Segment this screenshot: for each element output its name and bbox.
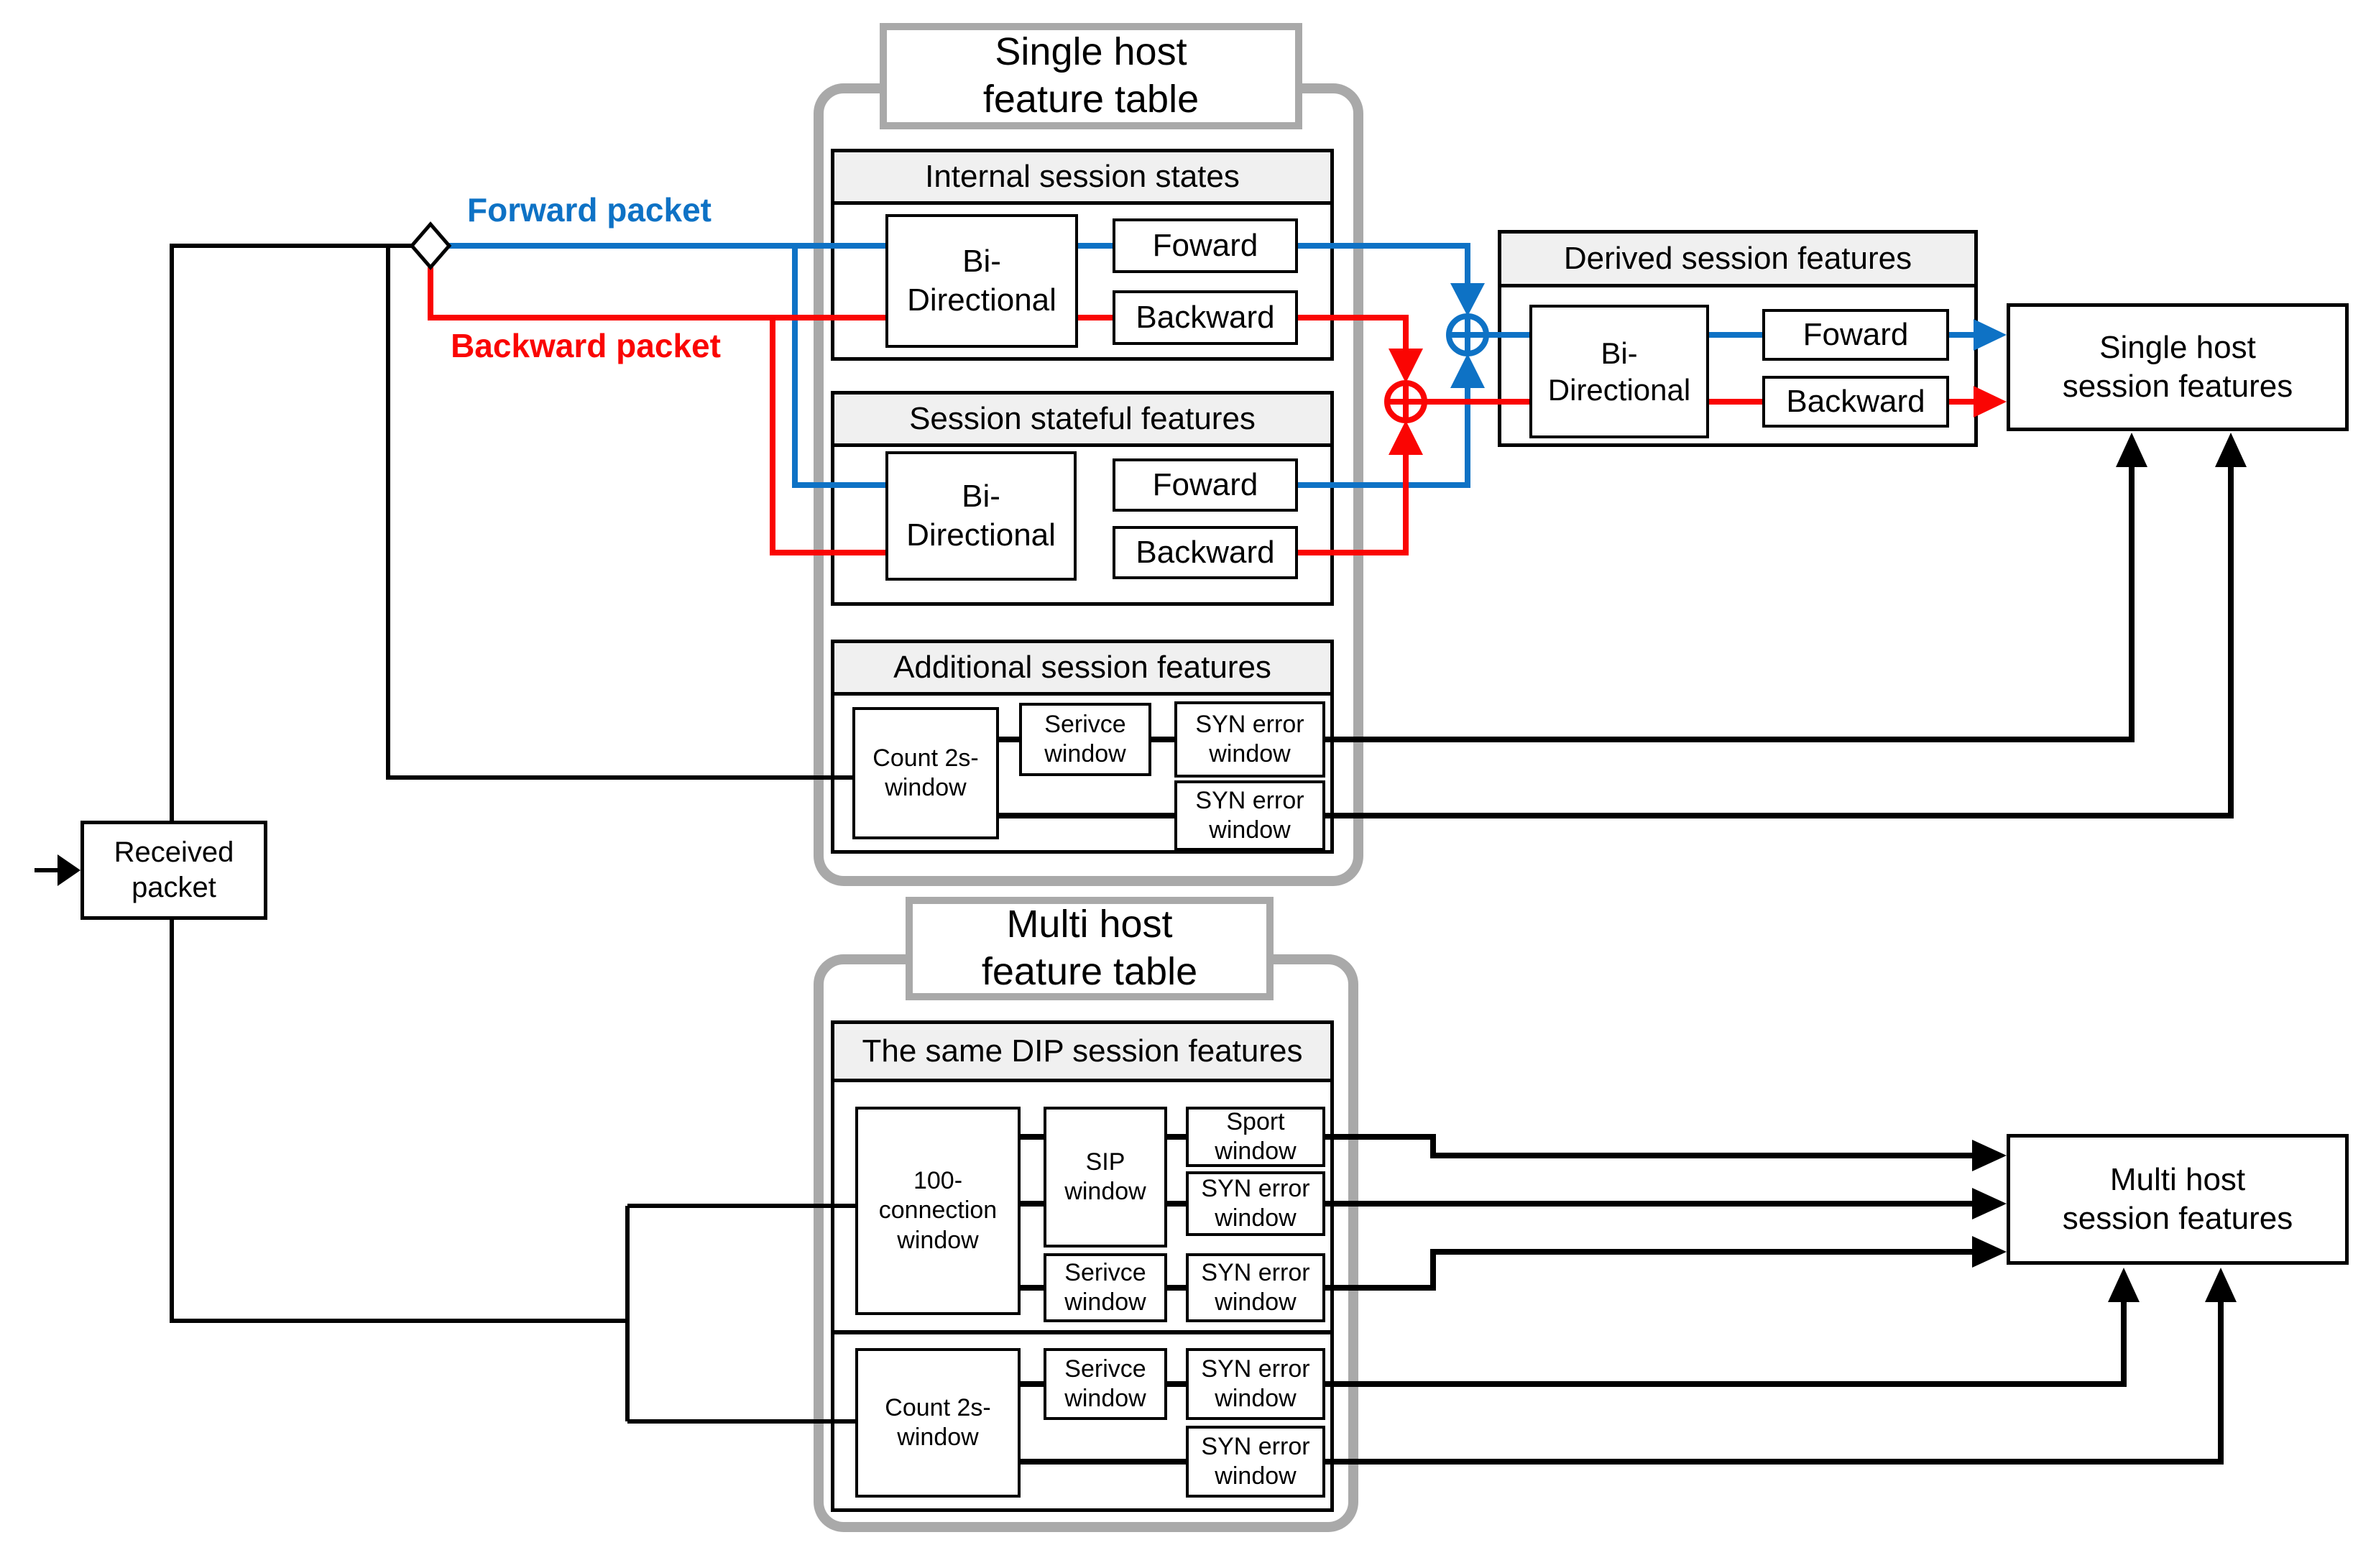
received-to-diamond-line <box>170 244 412 821</box>
black-feature-row-lines <box>999 467 2234 1465</box>
internal-bidirectional-box: Bi- Directional <box>885 214 1078 348</box>
merge-backward-icon <box>1384 349 2007 455</box>
dip-group2-row1-line <box>1021 1302 2127 1387</box>
connection-100-window-box: 100- connection window <box>855 1107 1021 1315</box>
arrow-up-single-1 <box>2116 433 2147 467</box>
backward-arrow-into-output <box>1974 386 2007 418</box>
count-2s-window-box: Count 2s- window <box>852 707 999 839</box>
split-diamond-icon <box>409 221 452 270</box>
arrow-into-multi-3 <box>1972 1236 2007 1268</box>
dip-row1-line <box>1021 1134 1972 1158</box>
internal-forward-box: Foward <box>1113 218 1298 273</box>
syn-error-window-box-6: SYN error window <box>1186 1426 1325 1498</box>
forward-packet-label: Forward packet <box>467 190 712 229</box>
internal-session-states-header: Internal session states <box>831 149 1334 205</box>
branch-to-count2s-single-line <box>386 246 852 780</box>
black-arrowheads <box>57 433 2247 1302</box>
black-connector-lines <box>34 244 1334 1424</box>
forward-branch-stateful-line <box>792 246 885 488</box>
count-2s-window-box-multi: Count 2s- window <box>855 1348 1021 1498</box>
syn-error-window-box-2: SYN error window <box>1174 780 1325 851</box>
forward-arrow-into-output <box>1974 319 2007 351</box>
received-packet-box: Received packet <box>80 821 267 920</box>
backward-internal-to-merge <box>1298 315 1409 350</box>
derived-session-features-header: Derived session features <box>1498 230 1978 287</box>
additional-row2-line <box>999 467 2234 818</box>
dip-group2-row2-line <box>1021 1302 2224 1465</box>
backward-branch-stateful-line <box>770 318 885 555</box>
stateful-backward-box: Backward <box>1113 526 1298 579</box>
backward-packet-label: Backward packet <box>451 326 721 364</box>
arrow-up-single-2 <box>2215 433 2247 467</box>
syn-error-window-box-5: SYN error window <box>1186 1348 1325 1420</box>
backward-arrow-up <box>1389 420 1423 455</box>
received-to-multi-line <box>170 920 627 1323</box>
arrow-up-multi-1 <box>2108 1268 2140 1302</box>
same-dip-session-features-header: The same DIP session features <box>831 1020 1334 1082</box>
forward-flow-lines <box>449 243 1974 488</box>
stateful-forward-box: Foward <box>1113 458 1298 512</box>
multi-host-feature-table-title: Multi host feature table <box>906 897 1274 1000</box>
syn-error-window-box-1: SYN error window <box>1174 701 1325 778</box>
stateful-bidirectional-box: Bi- Directional <box>885 451 1077 581</box>
derived-forward-box: Foward <box>1762 309 1949 361</box>
backward-flow-lines <box>428 267 1974 555</box>
additional-session-features-header: Additional session features <box>831 640 1334 696</box>
single-host-session-features-box: Single host session features <box>2007 303 2349 431</box>
forward-internal-to-merge <box>1298 243 1470 285</box>
arrow-into-multi-2 <box>1972 1188 2007 1219</box>
backward-arrow-down <box>1389 349 1423 383</box>
internal-backward-box: Backward <box>1113 290 1298 345</box>
multi-host-session-features-box: Multi host session features <box>2007 1134 2349 1265</box>
merge-forward-icon <box>1446 283 2007 388</box>
service-window-box: Serivce window <box>1019 703 1151 776</box>
additional-row1-line <box>999 467 2135 742</box>
dip-row3-line <box>1021 1249 1972 1291</box>
arrow-into-received <box>57 854 80 886</box>
forward-stateful-to-merge <box>1298 387 1470 488</box>
sip-window-box: SIP window <box>1044 1107 1167 1248</box>
forward-arrow-up <box>1450 354 1485 388</box>
sport-window-box: Sport window <box>1186 1107 1325 1167</box>
syn-error-window-box-4: SYN error window <box>1186 1253 1325 1322</box>
service-window-box-3: Serivce window <box>1044 1348 1167 1420</box>
derived-bidirectional-box: Bi- Directional <box>1529 305 1709 438</box>
arrow-up-multi-2 <box>2205 1268 2237 1302</box>
session-stateful-features-header: Session stateful features <box>831 391 1334 447</box>
multi-host-feature-table-container <box>814 954 1358 1532</box>
derived-backward-box: Backward <box>1762 376 1949 428</box>
arrow-into-multi-1 <box>1972 1140 2007 1171</box>
service-window-box-2: Serivce window <box>1044 1253 1167 1322</box>
syn-error-window-box-3: SYN error window <box>1186 1171 1325 1236</box>
backward-main-line <box>428 267 885 320</box>
backward-stateful-to-merge <box>1298 453 1409 555</box>
forward-arrow-down <box>1450 283 1485 316</box>
single-host-feature-table-title: Single host feature table <box>880 23 1302 129</box>
